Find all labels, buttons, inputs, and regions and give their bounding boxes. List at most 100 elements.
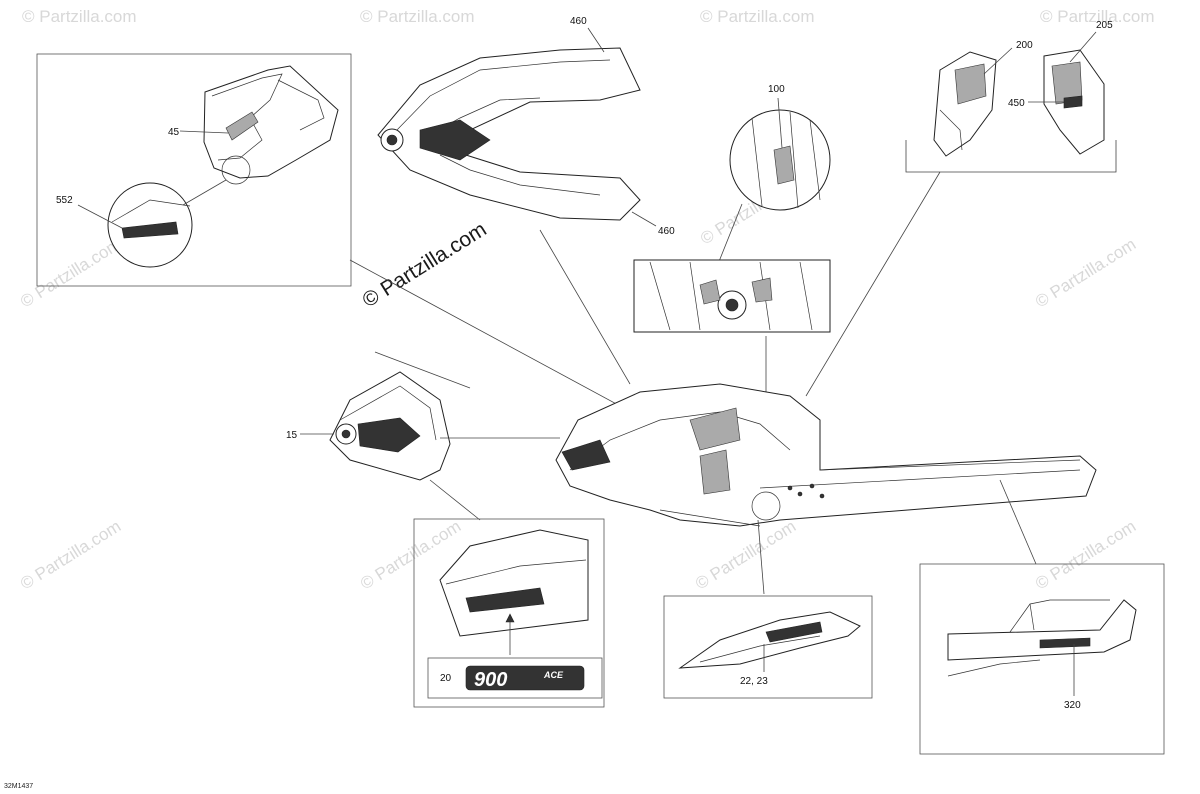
decal-100-mark [773,145,795,185]
tunnel-rivet [797,491,803,497]
leader-45 [179,130,229,134]
watermark-text: © Partzilla.com [1032,235,1139,312]
tunnel-rear-part [947,599,1137,661]
section-line [429,479,481,521]
watermark-text: © Partzilla.com [17,235,124,312]
detail-side-panels: 200 205 450 [805,20,1117,397]
detail-box-320: 320 [919,563,1165,755]
decal-45-mark [225,111,259,141]
left-side-panel [933,51,997,157]
leader-sled-to-detail [757,519,765,595]
hood-contour [439,154,601,196]
leader-hood-to-sled [539,229,631,385]
leader-panels-to-sled [805,171,941,397]
tunnel-contour [947,659,1041,677]
snowmobile-body [555,383,1097,595]
watermark-text: © Partzilla.com [1040,7,1155,26]
detail-box-side-panel: 45 552 [36,53,352,287]
decal-900-text: 900 [474,669,507,691]
callout-100: 100 [768,84,785,95]
callout-205: 205 [1096,20,1113,31]
watermark-text: © Partzilla.com [360,7,475,26]
hood-emblem-core [386,134,398,146]
watermark-text: © Partzilla.com [17,517,124,594]
section-line [374,351,471,389]
trim-contour [699,635,821,663]
watermark-text: © Partzilla.com [22,7,137,26]
leader-460-top [587,27,605,53]
hood-part [377,47,641,221]
callout-15: 15 [286,430,298,441]
zoom-contour [111,199,191,223]
callout-552: 552 [56,195,73,206]
side-panel-contour [211,73,283,161]
hood-center-vent [419,119,491,161]
callout-45: 45 [168,127,180,138]
decal-frame [427,657,603,699]
callout-200: 200 [1016,40,1033,51]
detail-frame [919,563,1165,755]
front-emblem-core [725,298,739,312]
decal-200-mark [954,63,987,105]
leader-552 [77,204,123,229]
watermark-text: © Partzilla.com [1032,517,1139,594]
front-detail [699,279,721,305]
panel-contour [939,109,963,151]
sled-wheel [751,491,781,521]
sled-contour [659,509,761,527]
decal-20 [465,665,585,691]
detail-frame [413,518,605,708]
emblem-15-core [341,429,351,439]
hood-assembly: 460 460 [377,16,675,385]
detail-emblem-100: 100 [633,84,831,392]
side-panel-part [203,65,339,179]
bracket [905,140,1117,173]
callout-22-23: 22, 23 [740,676,768,687]
hood-contour [394,59,611,133]
zoom-leader [717,203,743,265]
decal-ace-text: ACE [543,670,564,680]
front-view-frame [633,259,831,333]
zoom-contour [751,111,821,209]
decal-450-mark [1063,95,1083,109]
decal-552-mark [121,221,179,239]
tunnel-rivet [809,483,815,489]
detail-frame [663,595,873,699]
source-circle [221,155,251,185]
callout-460-top: 460 [570,16,587,27]
grab-bar [1009,599,1110,633]
watermark-text: © Partzilla.com [692,517,799,594]
sled-headlight [561,439,611,471]
side-panel-contour [277,79,325,131]
sled-contour [569,411,791,471]
front-view-contour [649,261,813,331]
side-cowl-part [439,529,589,637]
detail-front-emblem-15: 15 [286,259,721,521]
leader-tunnel-to-detail [999,479,1037,565]
watermark-text: © Partzilla.com [700,7,815,26]
leader-100 [777,97,783,149]
decal-22-23-mark [765,621,823,643]
callout-320: 320 [1064,700,1081,711]
tunnel-rivet [819,493,825,499]
drawing-number: 32M1437 [4,783,33,790]
decal-320-mark [1039,637,1091,649]
sled-side-decal [699,449,731,495]
cowl-decal-mark [465,587,545,613]
front-detail [751,277,773,303]
callout-460-bottom: 460 [658,226,675,237]
sled-body-part [555,383,1097,527]
leader-460-bottom [631,211,657,227]
callout-20: 20 [440,673,452,684]
detail-box-decal-20: 900 ACE 20 [413,518,605,708]
leader-205 [1069,31,1097,63]
arrow-head [505,613,515,623]
detail-frame [36,53,352,287]
detail-box-22-23: 22, 23 [663,595,873,699]
cowl-contour [445,559,587,585]
leader-200 [983,47,1013,75]
zoom-leader [182,179,227,206]
callout-450: 450 [1008,98,1025,109]
